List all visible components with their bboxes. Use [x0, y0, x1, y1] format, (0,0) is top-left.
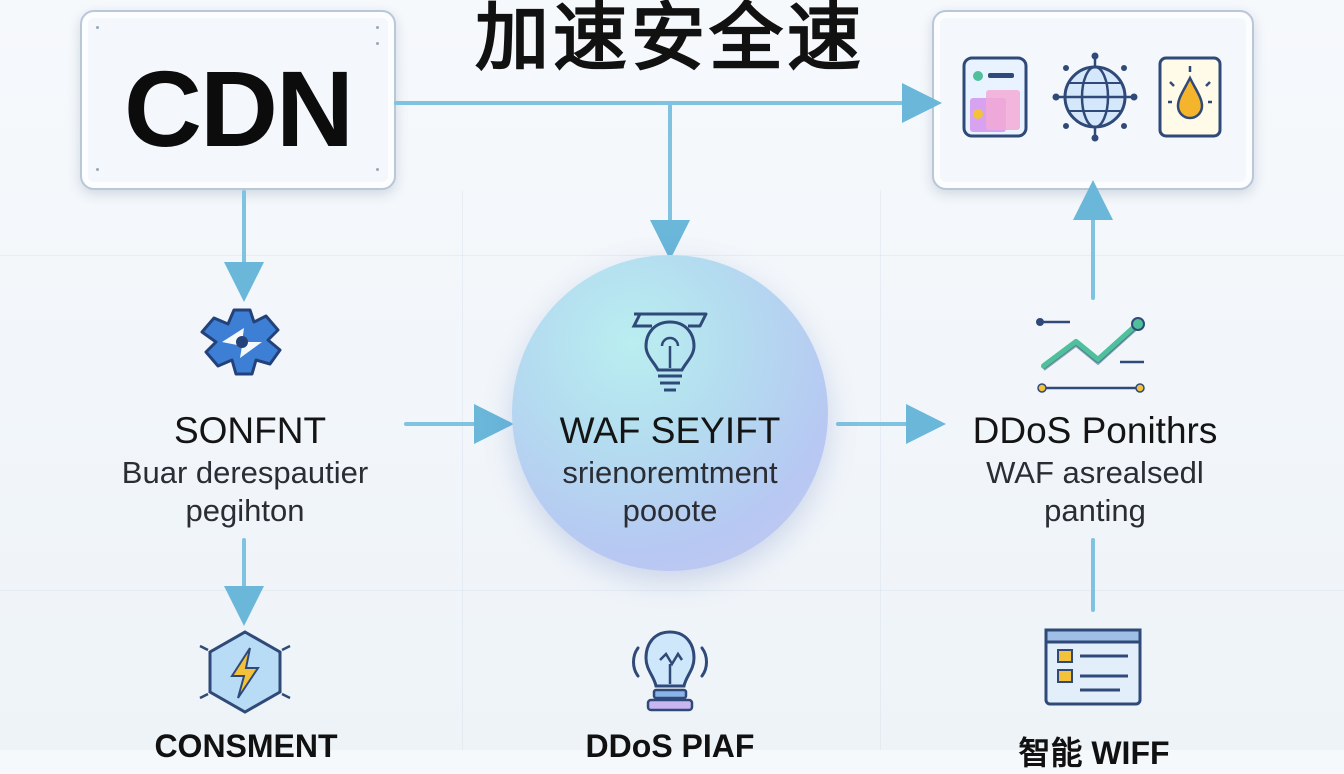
connector-arrows — [224, 83, 1113, 626]
hexagon-bolt-icon — [199, 630, 291, 714]
app-panel-icon — [962, 56, 1028, 138]
lightbulb-icon — [631, 312, 708, 392]
glowing-bulb-icon — [632, 630, 708, 712]
drop-alert-icon — [1158, 56, 1222, 138]
center-node-subtitle-2: pooote — [622, 493, 718, 528]
grid-line — [462, 190, 463, 750]
recycle-gear-icon — [200, 308, 282, 376]
grid-line — [880, 190, 881, 750]
diagram-title: 加速安全速 — [475, 0, 865, 81]
left-node-title: SONFNT — [173, 410, 327, 451]
left-node-subtitle-2: pegihton — [185, 493, 305, 528]
cdn-label: CDN — [124, 48, 354, 169]
globe-network-icon — [1052, 52, 1138, 142]
right-node-title: DDoS Ponithrs — [972, 410, 1218, 451]
center-node-subtitle-1: srienoremtment — [562, 455, 778, 490]
right-node-subtitle-2: panting — [1044, 493, 1146, 528]
waf-circle — [512, 255, 828, 571]
checklist-window-icon — [1044, 628, 1142, 706]
right-node-subtitle-1: WAF asrealsedl — [986, 455, 1204, 490]
cdn-card: CDN — [80, 10, 396, 190]
bottom-center-label: DDoS PIAF — [585, 728, 755, 764]
bottom-left-label: CONSMENT — [154, 728, 338, 764]
left-node-subtitle-1: Buar derespautier — [121, 455, 369, 490]
center-node-title: WAF SEYIFT — [559, 410, 781, 451]
bottom-right-label: 智能 WIFF — [1018, 735, 1170, 771]
line-chart-icon — [1036, 317, 1145, 393]
grid-line — [0, 590, 1344, 591]
